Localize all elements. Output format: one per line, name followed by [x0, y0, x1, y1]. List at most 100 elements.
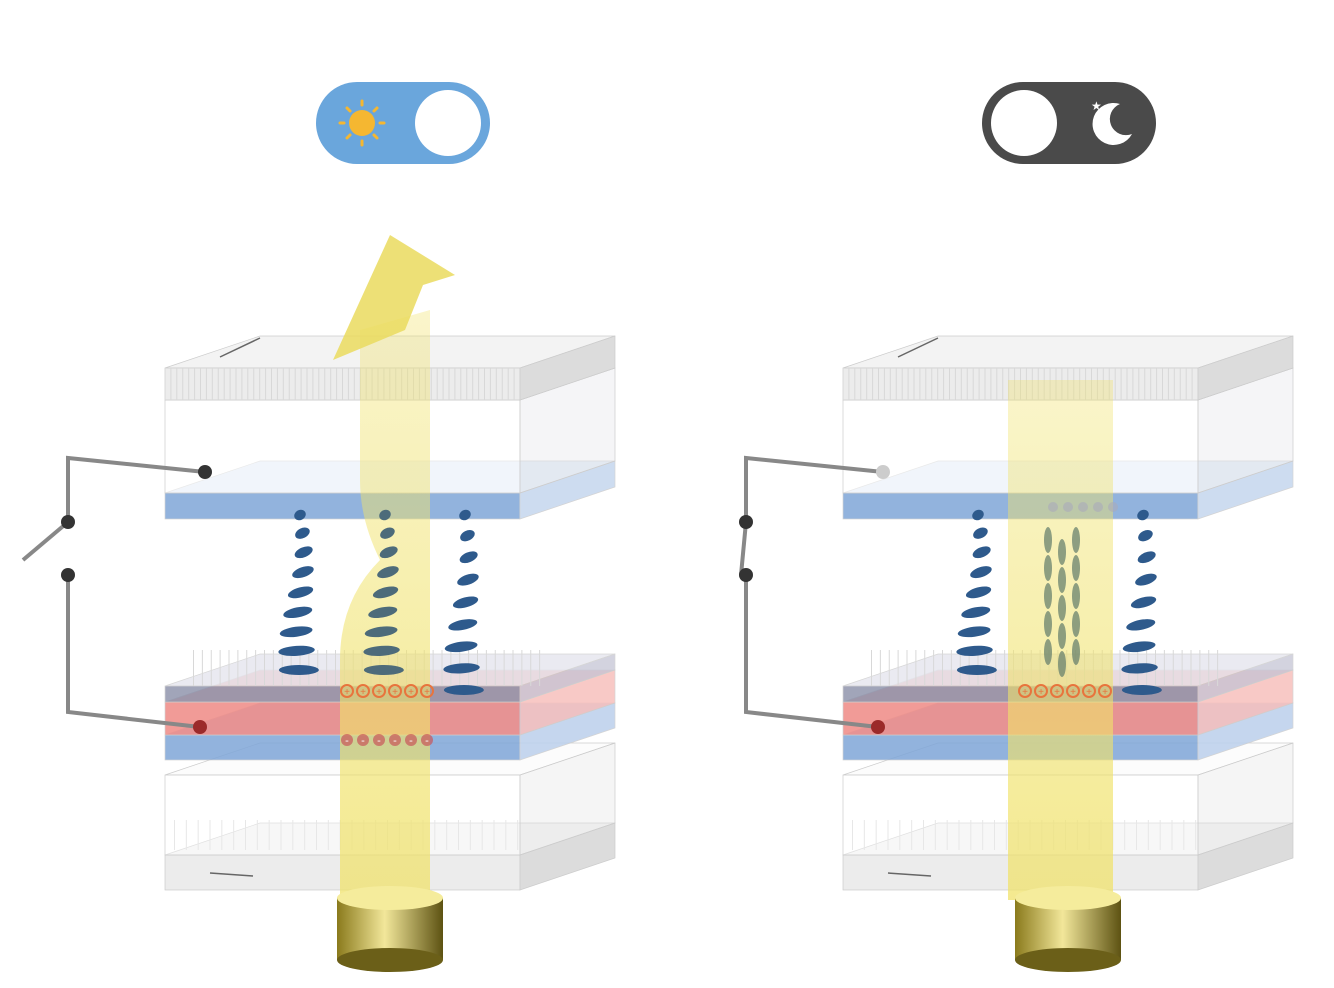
liquid-crystal-molecule — [279, 626, 313, 638]
liquid-crystal-molecule — [294, 509, 306, 521]
charge-circle — [1050, 684, 1064, 698]
moon-icon: ★ — [1091, 99, 1132, 145]
polarization-arrow-icon — [887, 872, 932, 877]
liquid-crystal-molecule — [457, 573, 479, 586]
charge-sign: - — [361, 735, 365, 747]
liquid-crystal-molecule — [1058, 651, 1066, 677]
charge-circle — [1066, 684, 1080, 698]
polarization-arrow-icon — [219, 337, 261, 358]
liquid-crystal-molecule — [956, 665, 997, 675]
liquid-crystal-molecule — [448, 619, 478, 631]
device-stack-day: ++++++------ — [21, 235, 616, 972]
liquid-crystal-molecule — [1137, 551, 1156, 564]
charge-sign: + — [1086, 687, 1092, 698]
liquid-crystal-molecule — [972, 509, 984, 521]
positive-charge: + — [1050, 684, 1064, 698]
liquid-crystal-molecule — [957, 626, 991, 638]
alignment-layer-side — [1197, 653, 1294, 703]
liquid-crystal-molecule — [377, 566, 399, 579]
liquid-crystal-molecule — [278, 645, 315, 656]
light-source-cylinder — [1015, 886, 1121, 972]
liquid-crystal-molecule — [372, 586, 399, 599]
charge-sign: + — [1054, 687, 1060, 698]
bottom-substrate-side — [519, 742, 616, 856]
charge-circle — [388, 684, 402, 698]
liquid-crystal-molecule — [294, 546, 313, 559]
charge-circle — [373, 734, 385, 746]
positive-charge: + — [1066, 684, 1080, 698]
liquid-crystal-helix — [443, 509, 484, 695]
liquid-crystal-molecule — [278, 665, 319, 675]
cylinder-bottom — [1015, 948, 1121, 972]
liquid-crystal-molecule — [364, 626, 398, 638]
negative-charge: - — [373, 734, 385, 747]
svg-text:★: ★ — [1091, 99, 1102, 113]
charge-sign: - — [393, 735, 397, 747]
negative-charge: - — [341, 734, 353, 747]
cylinder-bottom — [337, 948, 443, 972]
liquid-crystal-molecule — [1072, 555, 1080, 581]
charge-sign: - — [409, 735, 413, 747]
charge-sign: + — [424, 687, 430, 698]
charge-sign: - — [377, 735, 381, 747]
liquid-crystal-molecule — [459, 509, 471, 521]
negative-charge — [1093, 502, 1103, 512]
bottom-electrode-contact — [193, 720, 207, 734]
negative-charge — [1078, 502, 1088, 512]
liquid-crystal-molecule — [1122, 641, 1156, 653]
liquid-crystal-molecule — [973, 527, 988, 539]
liquid-crystal-helix — [1121, 509, 1162, 695]
charge-circle — [357, 734, 369, 746]
liquid-crystal-molecule — [363, 665, 404, 675]
wire-top — [66, 455, 206, 522]
switch-lever — [739, 521, 748, 576]
switch-terminal — [739, 568, 753, 582]
liquid-crystal-molecule — [1121, 685, 1162, 695]
liquid-crystal-molecule — [443, 685, 484, 695]
day-mode-toggle[interactable] — [316, 82, 490, 164]
liquid-crystal-molecule — [1072, 583, 1080, 609]
charge-sign: + — [408, 687, 414, 698]
charge-sign: - — [425, 735, 429, 747]
liquid-crystal-molecule — [443, 663, 480, 674]
liquid-crystal-helix — [956, 509, 997, 675]
liquid-crystal-molecule — [283, 606, 313, 619]
switch-terminal — [61, 515, 75, 529]
wire-bottom — [66, 575, 201, 729]
positive-charge: + — [388, 684, 402, 698]
liquid-crystal-molecule — [1044, 583, 1052, 609]
charge-sign: + — [1070, 687, 1076, 698]
liquid-crystal-molecule — [292, 566, 314, 579]
liquid-crystal-molecule — [1072, 527, 1080, 553]
liquid-crystal-molecule — [970, 566, 992, 579]
liquid-crystal-molecule — [379, 509, 391, 521]
switch-terminal — [61, 568, 75, 582]
night-mode-toggle[interactable]: ★ — [982, 82, 1156, 164]
liquid-crystal-molecule — [1072, 611, 1080, 637]
positive-charge: + — [356, 684, 370, 698]
liquid-crystal-molecule — [956, 645, 993, 656]
charge-circle — [421, 734, 433, 746]
liquid-crystal-molecule — [287, 586, 314, 599]
liquid-crystal-molecule — [452, 596, 479, 609]
alignment-layer-side — [519, 653, 616, 703]
liquid-crystal-molecule — [460, 530, 475, 542]
charge-circle — [341, 734, 353, 746]
wire-bottom — [744, 575, 879, 729]
negative-charge: - — [421, 734, 433, 747]
liquid-crystal-molecule — [1135, 573, 1157, 586]
liquid-crystal-molecule — [368, 606, 398, 619]
charge-circle — [372, 684, 386, 698]
charge-circle — [356, 684, 370, 698]
charge-circle — [389, 734, 401, 746]
emitted-light-arrow — [333, 235, 455, 360]
circuit-switch — [739, 515, 753, 582]
liquid-crystal-molecule — [961, 606, 991, 619]
liquid-crystal-molecule — [1044, 555, 1052, 581]
liquid-crystal-molecule — [1058, 539, 1066, 565]
liquid-crystal-molecule — [295, 527, 310, 539]
charge-circle — [405, 734, 417, 746]
charge-circle — [1018, 684, 1032, 698]
liquid-crystal-helix — [278, 509, 319, 675]
